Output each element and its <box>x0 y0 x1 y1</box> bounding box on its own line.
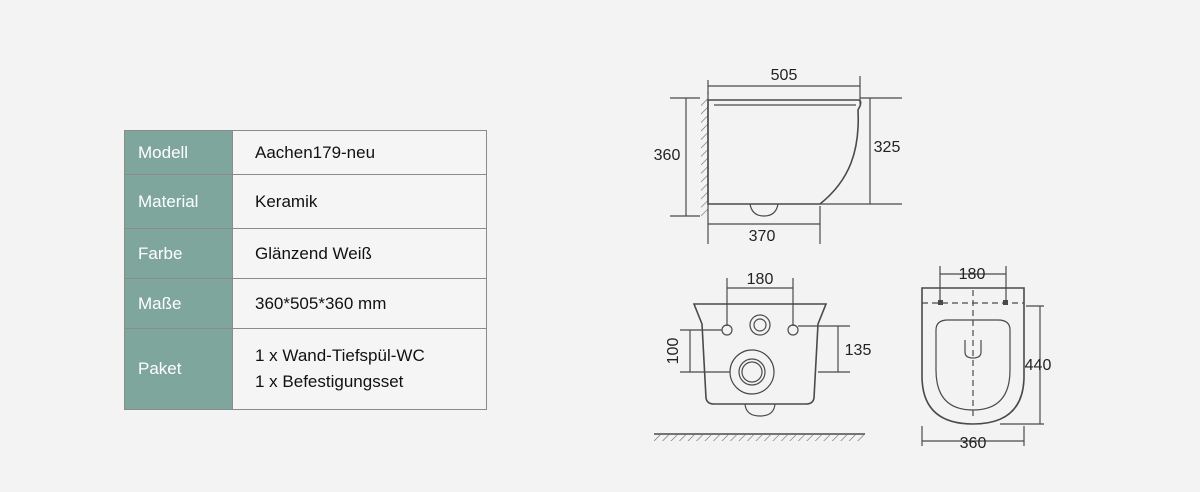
spec-row-farbe: Farbe Glänzend Weiß <box>124 228 487 279</box>
ground-hatch <box>654 435 865 441</box>
label-body-height: 325 <box>874 139 901 156</box>
drain-inner <box>741 361 763 383</box>
water-inlet-outer <box>749 314 771 336</box>
bowl-drain <box>964 340 982 359</box>
spec-key: Maße <box>124 278 233 329</box>
label-length: 505 <box>771 67 798 84</box>
spec-value-line: 1 x Wand-Tiefspül-WC <box>255 346 425 365</box>
spec-value-line: 1 x Befestigungsset <box>255 372 404 391</box>
spec-key: Paket <box>124 328 233 410</box>
bolt-mark-right <box>1003 300 1008 305</box>
spec-value-line: 360*505*360 mm <box>255 293 387 313</box>
back-view <box>654 278 865 435</box>
back-outlet <box>744 403 776 417</box>
bolt-marks <box>938 300 1008 305</box>
spec-value: 360*505*360 mm <box>232 278 487 329</box>
spec-value: Aachen179-neu <box>232 130 487 175</box>
spec-value-line: Keramik <box>255 191 318 211</box>
spec-value-line: Glänzend Weiß <box>255 243 372 263</box>
side-body-outline <box>707 99 862 205</box>
drain-outer <box>729 349 775 395</box>
spec-value: Keramik <box>232 174 487 229</box>
bolt-mark-left <box>938 300 943 305</box>
label-base-length: 370 <box>749 228 776 245</box>
label-outlet-height: 100 <box>665 338 682 365</box>
spec-value: Glänzend Weiß <box>232 228 487 279</box>
spec-row-material: Material Keramik <box>124 174 487 229</box>
label-top-bolt-spacing: 180 <box>959 266 986 283</box>
label-back-bolt-spacing: 180 <box>747 271 774 288</box>
spec-value: 1 x Wand-Tiefspül-WC 1 x Befestigungsset <box>232 328 487 410</box>
spec-row-modell: Modell Aachen179-neu <box>124 130 487 175</box>
label-depth: 440 <box>1025 357 1052 374</box>
side-view <box>670 76 902 244</box>
wall-hatch <box>701 98 708 216</box>
label-total-height: 360 <box>654 147 681 164</box>
side-outlet <box>749 203 779 217</box>
bowl-outline <box>935 319 1011 411</box>
spec-table: Modell Aachen179-neu Material Keramik Fa… <box>124 130 487 410</box>
top-body-outline <box>921 287 1025 425</box>
water-inlet-inner <box>753 318 767 332</box>
label-width: 360 <box>960 435 987 452</box>
spec-row-masse: Maße 360*505*360 mm <box>124 278 487 329</box>
bolt-hole-right <box>787 324 799 336</box>
drain-middle <box>738 358 766 386</box>
spec-key: Modell <box>124 130 233 175</box>
spec-row-paket: Paket 1 x Wand-Tiefspül-WC 1 x Befestigu… <box>124 328 487 410</box>
spec-key: Farbe <box>124 228 233 279</box>
back-body-outline <box>692 303 828 405</box>
top-view <box>921 266 1044 446</box>
spec-value-line: Aachen179-neu <box>255 142 376 162</box>
label-bolt-height: 135 <box>845 342 872 359</box>
bolt-hole-left <box>721 324 733 336</box>
